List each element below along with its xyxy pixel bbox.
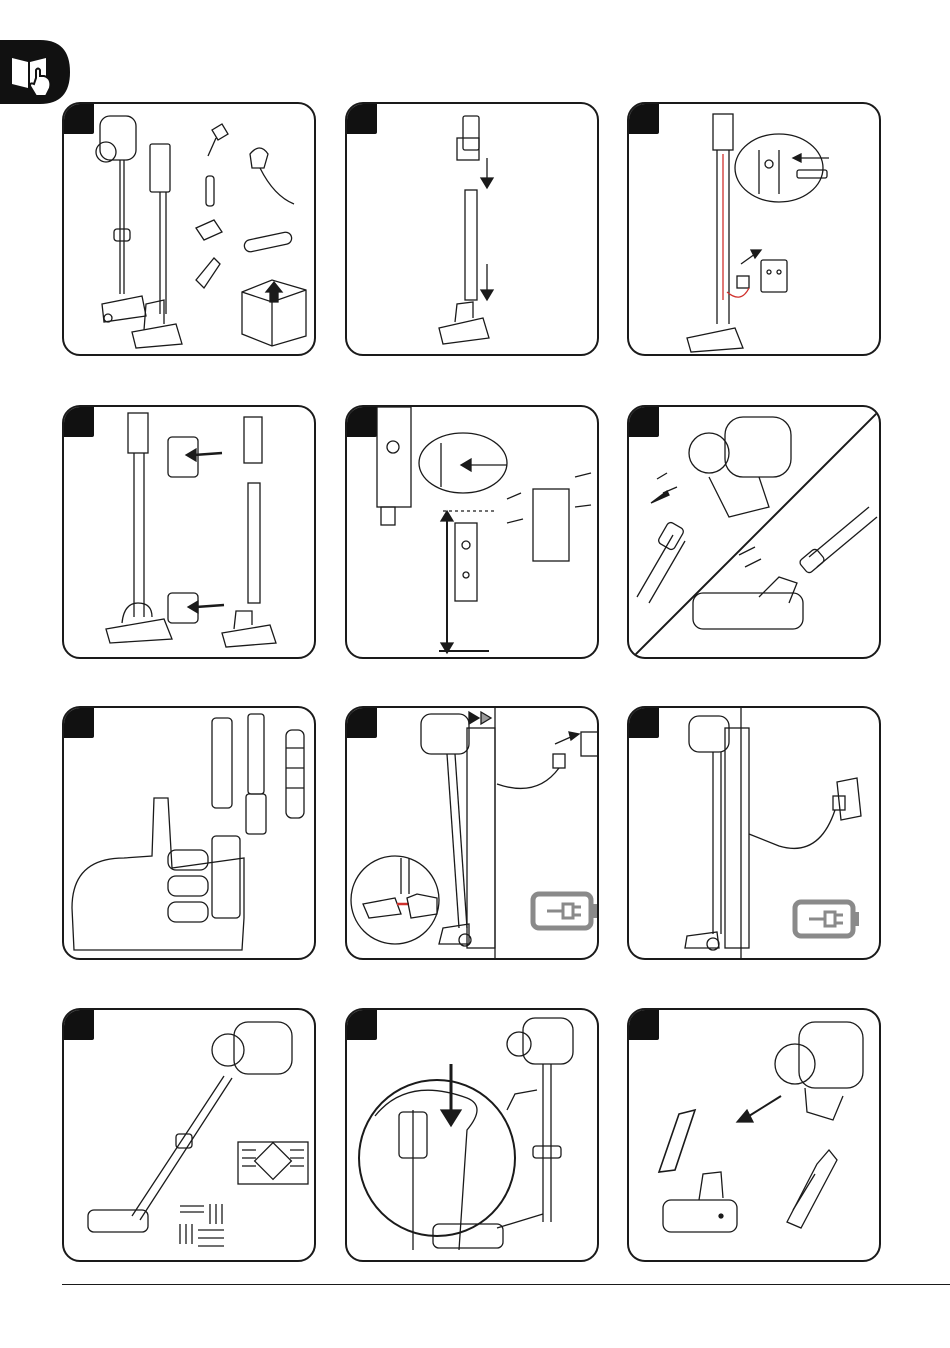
stand-screw-fix-illustration xyxy=(64,407,316,659)
step-panel-accessory-storage xyxy=(62,706,316,960)
handheld-release-illustration xyxy=(347,1010,599,1262)
step-panel-stand-screw xyxy=(62,405,316,659)
floor-cleaning-illustration xyxy=(64,1010,316,1262)
charger-cable-routing-illustration xyxy=(629,104,881,356)
step-panel-handheld-release xyxy=(345,1008,599,1262)
accessory-storage-illustration xyxy=(64,708,316,960)
handheld-accessories-illustration xyxy=(629,1010,881,1262)
stand-assembly-illustration xyxy=(347,104,599,356)
step-panel-dock-charging xyxy=(345,706,599,960)
wall-mount-illustration xyxy=(347,407,599,659)
step-panel-handheld-accessories xyxy=(627,1008,881,1262)
unboxing-parts-illustration xyxy=(64,104,316,356)
step-panel-floor-cleaning xyxy=(62,1008,316,1262)
step-panel-stand-assembly xyxy=(345,102,599,356)
tube-connect-illustration xyxy=(629,407,881,659)
step-panel-wall-charging xyxy=(627,706,881,960)
step-panel-wall-mount xyxy=(345,405,599,659)
wall-charging-illustration xyxy=(629,708,881,960)
step-panel-tube-connect xyxy=(627,405,881,659)
step-panel-unboxing xyxy=(62,102,316,356)
dock-charging-illustration xyxy=(347,708,599,960)
step-panel-charger-routing xyxy=(627,102,881,356)
footer-divider xyxy=(62,1284,950,1285)
manual-book-hand-icon xyxy=(0,40,70,104)
